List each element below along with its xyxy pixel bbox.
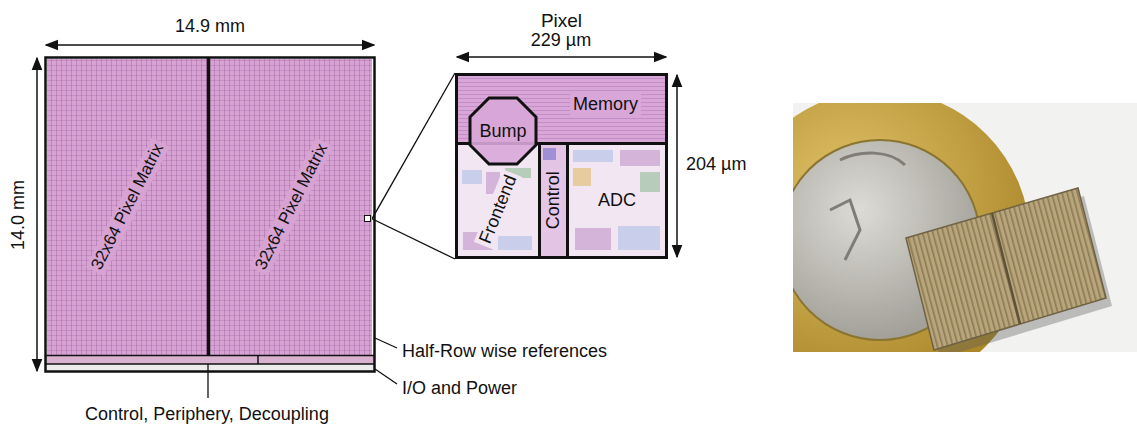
region-label: Half-Row wise references (402, 341, 607, 362)
control-block: Control (541, 145, 569, 256)
zoom-marker (365, 216, 371, 222)
matrix-separator (207, 57, 211, 355)
dimension-label: 229 µm (531, 30, 591, 51)
zoom-connector (372, 73, 455, 259)
coin-relief (830, 200, 860, 260)
pixel-ground (458, 76, 665, 256)
bump-octagon-outline (470, 98, 536, 164)
region-label: Control, Periphery, Decoupling (85, 404, 329, 425)
leader-line (207, 364, 208, 398)
block-label: Control (543, 169, 564, 231)
chip-die (906, 188, 1106, 350)
strip-divider (45, 363, 375, 365)
chip-shadow (912, 196, 1112, 352)
reference-strip (45, 355, 375, 364)
pixel-cell: PixelMemoryBumpFrontendControlADC (455, 73, 668, 259)
block-label: ADC (595, 190, 639, 211)
circuit-block (618, 226, 660, 250)
chip-outline (46, 58, 375, 372)
leader-line (375, 369, 397, 384)
dimension-arrow (457, 56, 666, 58)
coin-ring (793, 103, 1030, 352)
circuit-block (573, 168, 591, 186)
region-label: I/O and Power (402, 378, 517, 399)
io-strip (45, 364, 375, 372)
block-label: Memory (570, 94, 641, 115)
chip-split (992, 213, 1020, 324)
photo-ground (793, 103, 1137, 352)
leader-line (375, 338, 397, 348)
dimension-arrow (36, 58, 38, 371)
circuit-block (573, 150, 613, 162)
block-label: Frontend (474, 170, 522, 250)
pixel-matrix: 32x64 Pixel Matrix (210, 59, 372, 355)
dimension-label: 14.9 mm (175, 16, 245, 37)
circuit-block (498, 236, 532, 250)
chip-photo (793, 103, 1137, 352)
strip-divider (257, 355, 259, 364)
coin-relief (840, 153, 905, 165)
circuit-block (620, 150, 660, 166)
bump-pad: Bump (468, 96, 538, 166)
dimension-arrow (676, 75, 678, 257)
circuit-block (640, 172, 660, 192)
block-label: 32x64 Pixel Matrix (249, 138, 332, 276)
dimension-label: 204 µm (686, 154, 746, 175)
circuit-block (575, 228, 611, 250)
strip-divider (45, 355, 375, 357)
dimension-label: 14.0 mm (8, 180, 29, 250)
adc-block: ADC (569, 145, 665, 256)
pixel-title: Pixel (538, 10, 585, 32)
coin-center (793, 140, 980, 340)
block-label: 32x64 Pixel Matrix (85, 138, 168, 276)
circuit-block (462, 170, 482, 184)
block-label: Bump (477, 121, 528, 142)
pixel-matrix: 32x64 Pixel Matrix (47, 59, 207, 355)
dimension-arrow (46, 44, 374, 46)
